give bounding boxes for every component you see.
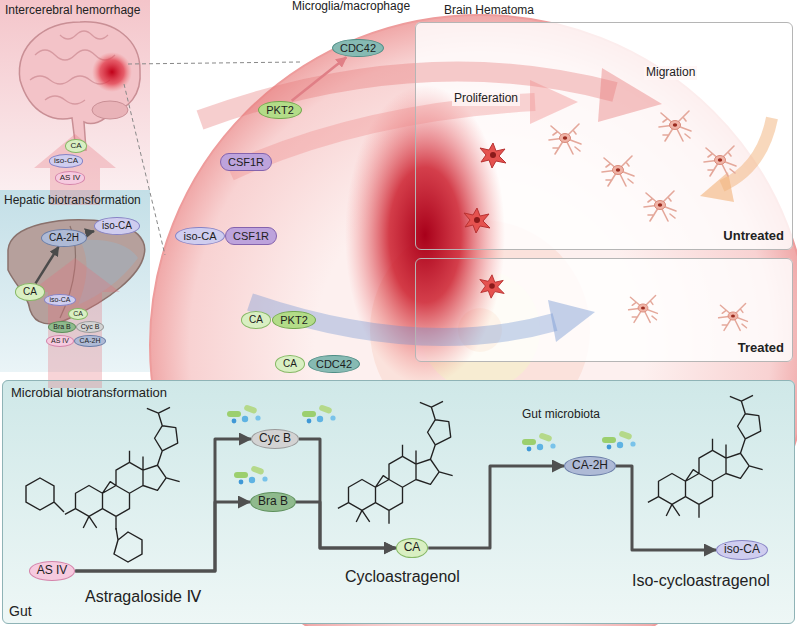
protein-oval: CDC42 [308,355,360,374]
oval-label: CDC42 [340,42,376,55]
oval-label: CA-2H [79,337,100,345]
ligand-oval: iso-CA [175,227,224,246]
metabolite-oval: CA [68,308,88,320]
oval-label: iso-CA [49,296,70,304]
flow-arrow [87,231,94,233]
panel-heading: Treated [738,341,784,356]
oval-label: PKT2 [266,104,294,117]
metabolite-oval: Bra B [48,321,76,333]
flow-arrow [292,57,347,100]
flow-arrow [428,466,564,548]
oval-label: AS IV [51,337,69,345]
figure-label: Migration [644,66,697,80]
metabolite-oval: AS IV [46,335,74,347]
oval-label: Bra B [53,323,71,331]
panel-heading: Intercerebral hemorrhage [5,4,140,18]
oval-label: AS IV [60,173,80,182]
panel-heading: Gut [9,603,32,619]
ligand-oval: CA [241,311,271,329]
protein-oval: CDC42 [332,39,384,58]
oval-label: Cyc B [259,432,291,446]
metabolite-oval: CA-2H [74,335,105,347]
oval-label: iso-CA [724,543,760,557]
oval-label: CSF1R [233,230,269,243]
flow-arrow [75,439,251,571]
oval-label: iso-CA [183,230,216,243]
metabolite-oval: AS IV [55,171,85,184]
metabolite-oval: iso-CA [716,540,768,560]
flow-arrow [299,439,396,548]
figure-label: Gut microbiota [522,408,600,422]
ligand-oval: CA [275,355,305,373]
oval-label: CA [249,314,263,326]
metabolite-oval: iso-CA [44,294,75,306]
oval-label: Cyc B [81,323,100,331]
brain-panel: Intercerebral hemorrhageCA iso-CA AS IV [0,0,150,190]
metabolite-oval: Cyc B [251,429,299,449]
metabolite-oval: CA-2H [564,456,616,476]
metabolite-oval: CA-2H [41,229,87,247]
oval-label: CA [70,141,81,150]
oval-label: CA [404,541,421,555]
metabolite-oval: Cyc B [76,321,105,333]
panel-heading: Untreated [723,229,784,244]
oval-label: CSF1R [228,156,264,169]
oval-label: Bra B [258,495,288,509]
oval-label: CA [23,286,37,298]
receptor-shape: CSF1R [225,227,277,246]
flow-arrow [296,502,396,548]
figure-label: Cycloastragenol [345,568,460,586]
treated-panel: Treated [415,258,793,362]
liver-panel: Hepatic biotransformationCA CA-2H iso-CA is… [0,190,150,372]
oval-label: iso-CA [54,156,78,165]
figure-label: Proliferation [452,92,520,106]
figure-label: Iso-cycloastragenol [632,572,770,590]
oval-label: CA-2H [572,459,608,473]
metabolite-oval: Bra B [250,492,296,512]
metabolite-oval: iso-CA [94,217,140,235]
metabolite-oval: CA [15,283,45,301]
metabolite-oval: CA [65,139,86,152]
oval-label: PKT2 [280,314,308,327]
hematoma-panel: Brain HematomaUntreated [415,22,793,250]
panel-heading: Microglia/macrophage [292,0,410,14]
protein-oval: PKT2 [272,311,316,330]
oval-label: CA [283,358,297,370]
oval-label: CDC42 [316,358,352,371]
oval-label: AS IV [37,564,68,578]
microglia-cell: Microglia/macrophageCDC42PKT2CSF1Riso-CA… [150,0,415,380]
panel-heading: Hepatic biotransformation [4,194,141,208]
flow-arrow [36,247,59,283]
panel-heading: Microbial biotransformation [11,386,167,401]
oval-label: CA [73,310,83,318]
metabolite-oval: AS IV [29,561,76,581]
metabolite-oval: iso-CA [49,154,83,167]
figure-label: Astragaloside Ⅳ [85,588,201,606]
flow-arrow [75,502,250,571]
flow-arrow [616,466,716,550]
metabolite-oval: CA [396,538,429,558]
panel-heading: Brain Hematoma [444,4,534,18]
protein-oval: PKT2 [258,101,302,120]
oval-label: iso-CA [102,220,132,232]
oval-label: CA-2H [49,232,79,244]
receptor-shape: CSF1R [220,153,272,172]
